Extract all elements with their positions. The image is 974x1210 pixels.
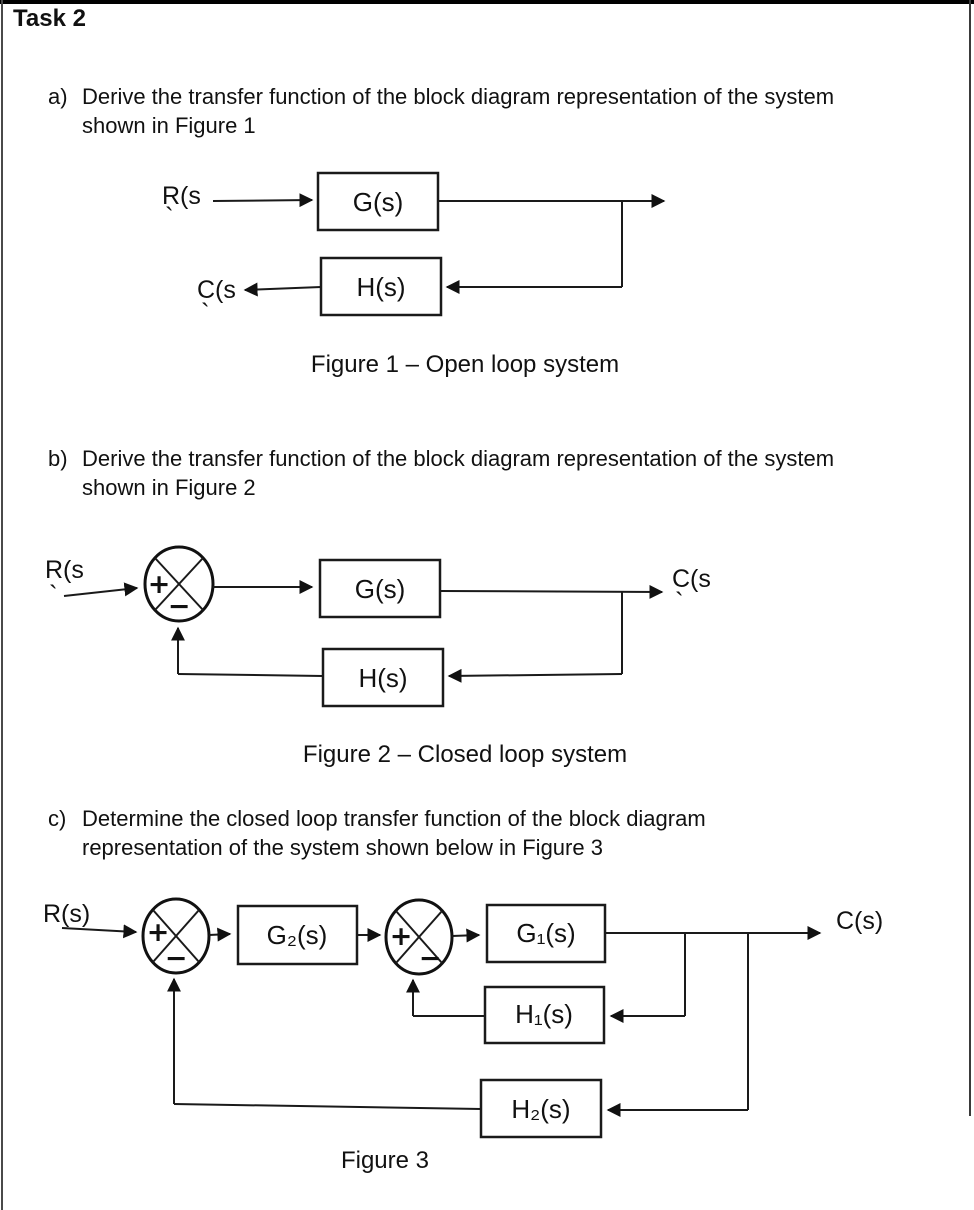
page-left-border: [1, 0, 3, 1210]
task-b-line1: Derive the transfer function of the bloc…: [82, 446, 835, 471]
figure3-diagram: R(s) + − G₂(s) + − G₁(s) C(s): [43, 897, 883, 1174]
fig1-input-arrow: [212, 193, 314, 208]
figure1-diagram: R(s ` G(s) H(s) C(s ` Figure 1 – Open lo…: [162, 171, 666, 378]
fig1-block-h: [319, 256, 443, 317]
fig2-input-stray-mark: `: [49, 580, 58, 610]
task-a-label: a): [48, 84, 68, 109]
fig2-feedback-into-h-arrow: [447, 668, 623, 683]
fig2-block-g: [318, 558, 442, 619]
fig3-caption: Figure 3: [341, 1147, 429, 1174]
fig2-sum-minus-sign: −: [168, 591, 191, 622]
fig3-sum1-diagonal-2: [152, 909, 200, 963]
fig1-caption: Figure 1 – Open loop system: [311, 351, 619, 378]
fig1-output-stray-mark: `: [201, 298, 210, 328]
fig2-output-arrow: [439, 584, 664, 599]
task-c-label: c): [48, 806, 67, 831]
task-a-text: Derive the transfer function of the bloc…: [82, 82, 834, 140]
fig1-input-signal-label: R(s: [162, 182, 201, 210]
task-a-line1: Derive the transfer function of the bloc…: [82, 84, 835, 109]
page-top-border: [0, 0, 974, 4]
fig3-sum2-diagonal-2: [395, 910, 443, 964]
fig3-sum1-minus-sign: −: [165, 943, 188, 974]
fig2-feedback-return-line: [177, 673, 324, 677]
task-b-line2: shown in Figure 2: [82, 475, 256, 500]
task-item-a: a) Derive the transfer function of the b…: [48, 82, 948, 140]
fig1-block-g-label: G(s): [353, 187, 404, 217]
page-right-border: [969, 0, 971, 1116]
figure2-diagram: R(s ` + − G(s) C(s ` H(s) Figure 2 – Clo…: [45, 545, 711, 768]
page-title: Task 2: [13, 5, 86, 32]
fig2-output-signal-label: C(s: [672, 565, 711, 593]
fig3-sum2-minus-sign: −: [419, 943, 442, 974]
fig2-output-stray-mark: `: [675, 587, 684, 617]
fig2-input-signal-label: R(s: [45, 556, 84, 584]
fig1-output-signal-label: C(s: [197, 276, 236, 304]
task-a-line2: shown in Figure 1: [82, 113, 256, 138]
fig1-c-output-arrow: [243, 282, 322, 297]
fig2-sum-plus-sign: +: [148, 569, 171, 600]
task-item-b: b) Derive the transfer function of the b…: [48, 444, 948, 502]
fig2-input-arrow: [63, 582, 139, 597]
fig2-caption: Figure 2 – Closed loop system: [303, 741, 627, 768]
task-item-c: c) Determine the closed loop transfer fu…: [48, 804, 948, 862]
fig3-block-g1-label: G₁(s): [516, 918, 575, 948]
fig3-block-g2-label: G₂(s): [267, 920, 328, 950]
fig3-block-h1: [483, 985, 606, 1045]
fig1-input-stray-mark: `: [165, 202, 174, 232]
fig3-input-arrow: [61, 924, 138, 939]
task-c-line1: Determine the closed loop transfer funct…: [82, 806, 706, 831]
fig2-block-h-label: H(s): [358, 663, 407, 693]
fig2-sum-diagonal-2: [154, 557, 204, 611]
fig3-sum2-plus-sign: +: [390, 921, 413, 952]
fig3-block-h2-label: H₂(s): [511, 1094, 570, 1124]
task-b-text: Derive the transfer function of the bloc…: [82, 444, 834, 502]
fig3-output-signal-label: C(s): [836, 907, 883, 935]
fig3-block-h1-label: H₁(s): [515, 999, 573, 1029]
task-b-label: b): [48, 446, 68, 471]
fig3-block-g1: [485, 903, 607, 964]
fig3-h2-return-line: [173, 1103, 482, 1110]
fig3-block-h2: [479, 1078, 603, 1139]
fig3-sum1-to-g2-arrow: [208, 927, 232, 942]
fig3-input-signal-label: R(s): [43, 900, 90, 928]
fig3-sum1-plus-sign: +: [147, 917, 170, 948]
fig2-block-g-label: G(s): [355, 574, 406, 604]
fig2-block-h: [321, 647, 445, 708]
fig3-sum2-to-g1-arrow: [451, 928, 481, 943]
task-c-line2: representation of the system shown below…: [82, 835, 603, 860]
fig1-block-h-label: H(s): [356, 272, 405, 302]
task-c-text: Determine the closed loop transfer funct…: [82, 804, 706, 862]
